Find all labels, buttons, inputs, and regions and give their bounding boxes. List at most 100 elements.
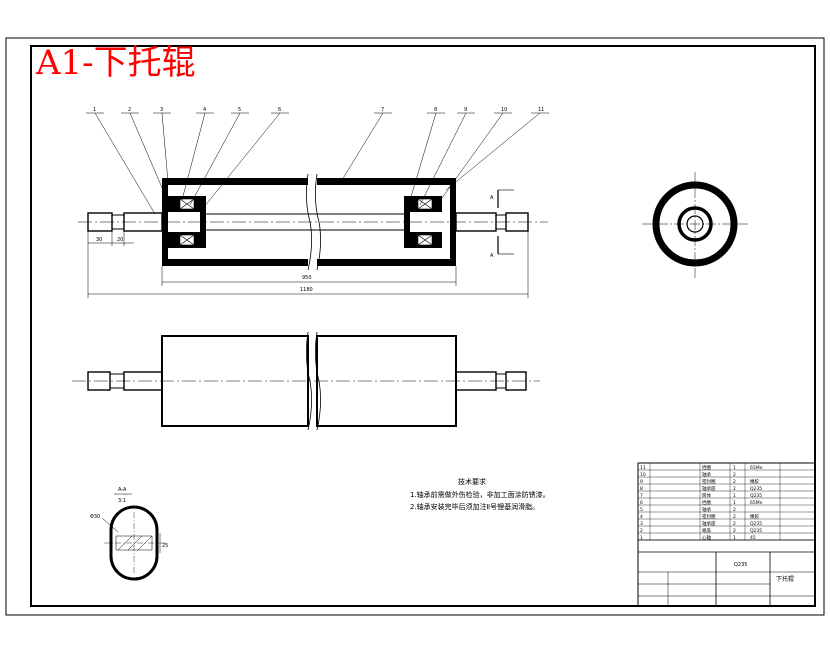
bom-cell: 2 <box>733 521 736 527</box>
technical-requirements: 技术要求 1.轴承前需做外伤检验，非加工面涂防锈漆。 2.轴承安装完毕后须加注Ⅱ… <box>410 477 550 511</box>
section-scale: 3:1 <box>118 498 126 504</box>
right-bearing-x4 <box>417 234 433 246</box>
bom-cell: 1 <box>733 500 736 506</box>
bom-cell: Q235 <box>750 493 762 499</box>
exterior-break-right <box>315 331 321 431</box>
drawing-title: A1-下托辊 <box>35 43 196 83</box>
balloon-leader <box>419 112 467 206</box>
exterior-view <box>72 331 540 431</box>
bom-cell: 45 <box>750 535 756 541</box>
balloon-leader <box>199 112 281 213</box>
bom-cell: 11 <box>640 465 646 471</box>
right-bearing-x2 <box>417 198 433 210</box>
section-title: A-A <box>118 487 127 493</box>
bom-cell: 橡胶 <box>750 478 759 485</box>
bom-cell: 密封圈 <box>702 478 716 485</box>
tube-wall-top-right <box>317 178 456 185</box>
bom-cell: 2 <box>733 479 736 485</box>
left-seal <box>200 205 206 239</box>
section-shape <box>109 505 159 581</box>
balloon-label: 1 <box>93 107 96 113</box>
section-a-a: A-A 3:1 Φ30 25 <box>90 487 168 581</box>
section-hatch-1 <box>117 535 133 551</box>
section-mark-label-bottom: A <box>490 253 494 259</box>
break-line-right <box>315 173 321 271</box>
title-block-frame <box>637 462 816 607</box>
bom-cell: 2 <box>733 514 736 520</box>
tb-part-name: 下托辊 <box>776 575 794 583</box>
balloon-leader <box>341 112 384 181</box>
dim-text-overall-length: 1180 <box>300 287 313 293</box>
bom-cell: 2 <box>733 472 736 478</box>
bom-cell: 2 <box>640 528 643 534</box>
inner-frame <box>30 45 816 607</box>
right-shaft-end <box>505 212 529 232</box>
break-line-left <box>306 173 312 271</box>
tech-req-heading: 技术要求 <box>458 477 486 486</box>
bom-cell: 5 <box>640 507 643 513</box>
tube-end-left <box>162 178 168 266</box>
bom-cell: 端盖 <box>702 527 711 534</box>
tech-req-item-2: 2.轴承安装完毕后须加注Ⅱ号锂基润滑脂。 <box>410 502 539 511</box>
bom-cell: 密封圈 <box>702 513 716 520</box>
exterior-tube-left <box>161 335 309 427</box>
balloon-label: 7 <box>381 107 384 113</box>
balloon-leader <box>129 112 164 191</box>
section-dia-leader <box>101 517 119 533</box>
bom-cell: 6 <box>640 500 643 506</box>
tube-wall-top-left <box>162 178 308 185</box>
end-view-bore <box>686 215 704 233</box>
balloon-leader <box>445 112 541 191</box>
bom-cell: 8 <box>640 486 643 492</box>
bom-cell: 筒体 <box>702 492 711 499</box>
exterior-right-end <box>505 371 527 391</box>
balloon-label: 3 <box>160 107 163 113</box>
balloon-label: 11 <box>538 107 544 113</box>
bom-cell: 挡圈 <box>702 499 711 506</box>
bom-cell: 9 <box>640 479 643 485</box>
bom-cell: 4 <box>640 514 643 520</box>
balloon-label: 6 <box>278 107 281 113</box>
dim-text-step-b: 20 <box>117 237 123 243</box>
left-bearing-x2 <box>179 198 195 210</box>
outer-border <box>5 37 825 616</box>
balloon-label: 10 <box>501 107 507 113</box>
balloon-leader <box>189 112 241 206</box>
bom-cell: 轴承座 <box>702 485 716 492</box>
balloon-leader <box>431 112 504 213</box>
balloon-leader <box>409 112 437 201</box>
balloon-leader <box>94 112 156 215</box>
bom-cell: 1 <box>640 535 643 541</box>
bom-cell: 65Mn <box>750 500 763 506</box>
balloon-leader <box>181 112 206 201</box>
left-bearing-x4 <box>179 234 195 246</box>
bom-cell: 3 <box>640 521 643 527</box>
balloon-label: 5 <box>238 107 241 113</box>
bom-cell: Q235 <box>750 528 762 534</box>
bom-cell: 7 <box>640 493 643 499</box>
right-seal <box>404 205 410 239</box>
balloon-leader <box>161 112 169 183</box>
section-mark-label-top: A <box>490 195 494 201</box>
tech-req-item-1: 1.轴承前需做外伤检验，非加工面涂防锈漆。 <box>410 490 550 499</box>
balloon-label: 8 <box>434 107 437 113</box>
dim-text-step-a: 30 <box>96 237 102 243</box>
balloon-label: 4 <box>203 107 206 113</box>
end-view <box>642 172 748 278</box>
end-view-outer-ring <box>652 181 738 267</box>
tube-wall-bottom-left <box>162 259 308 266</box>
bom-cell: 橡胶 <box>750 513 759 520</box>
bom-cell: 1 <box>733 493 736 499</box>
tube-end-right <box>450 178 456 266</box>
bom-cell: 1 <box>733 535 736 541</box>
bom-cell: Q235 <box>750 521 762 527</box>
section-flat: 25 <box>162 543 168 549</box>
dim-text-roller-length: 950 <box>302 275 312 281</box>
bom-cell: 10 <box>640 472 646 478</box>
bom-cell: Q235 <box>750 486 762 492</box>
